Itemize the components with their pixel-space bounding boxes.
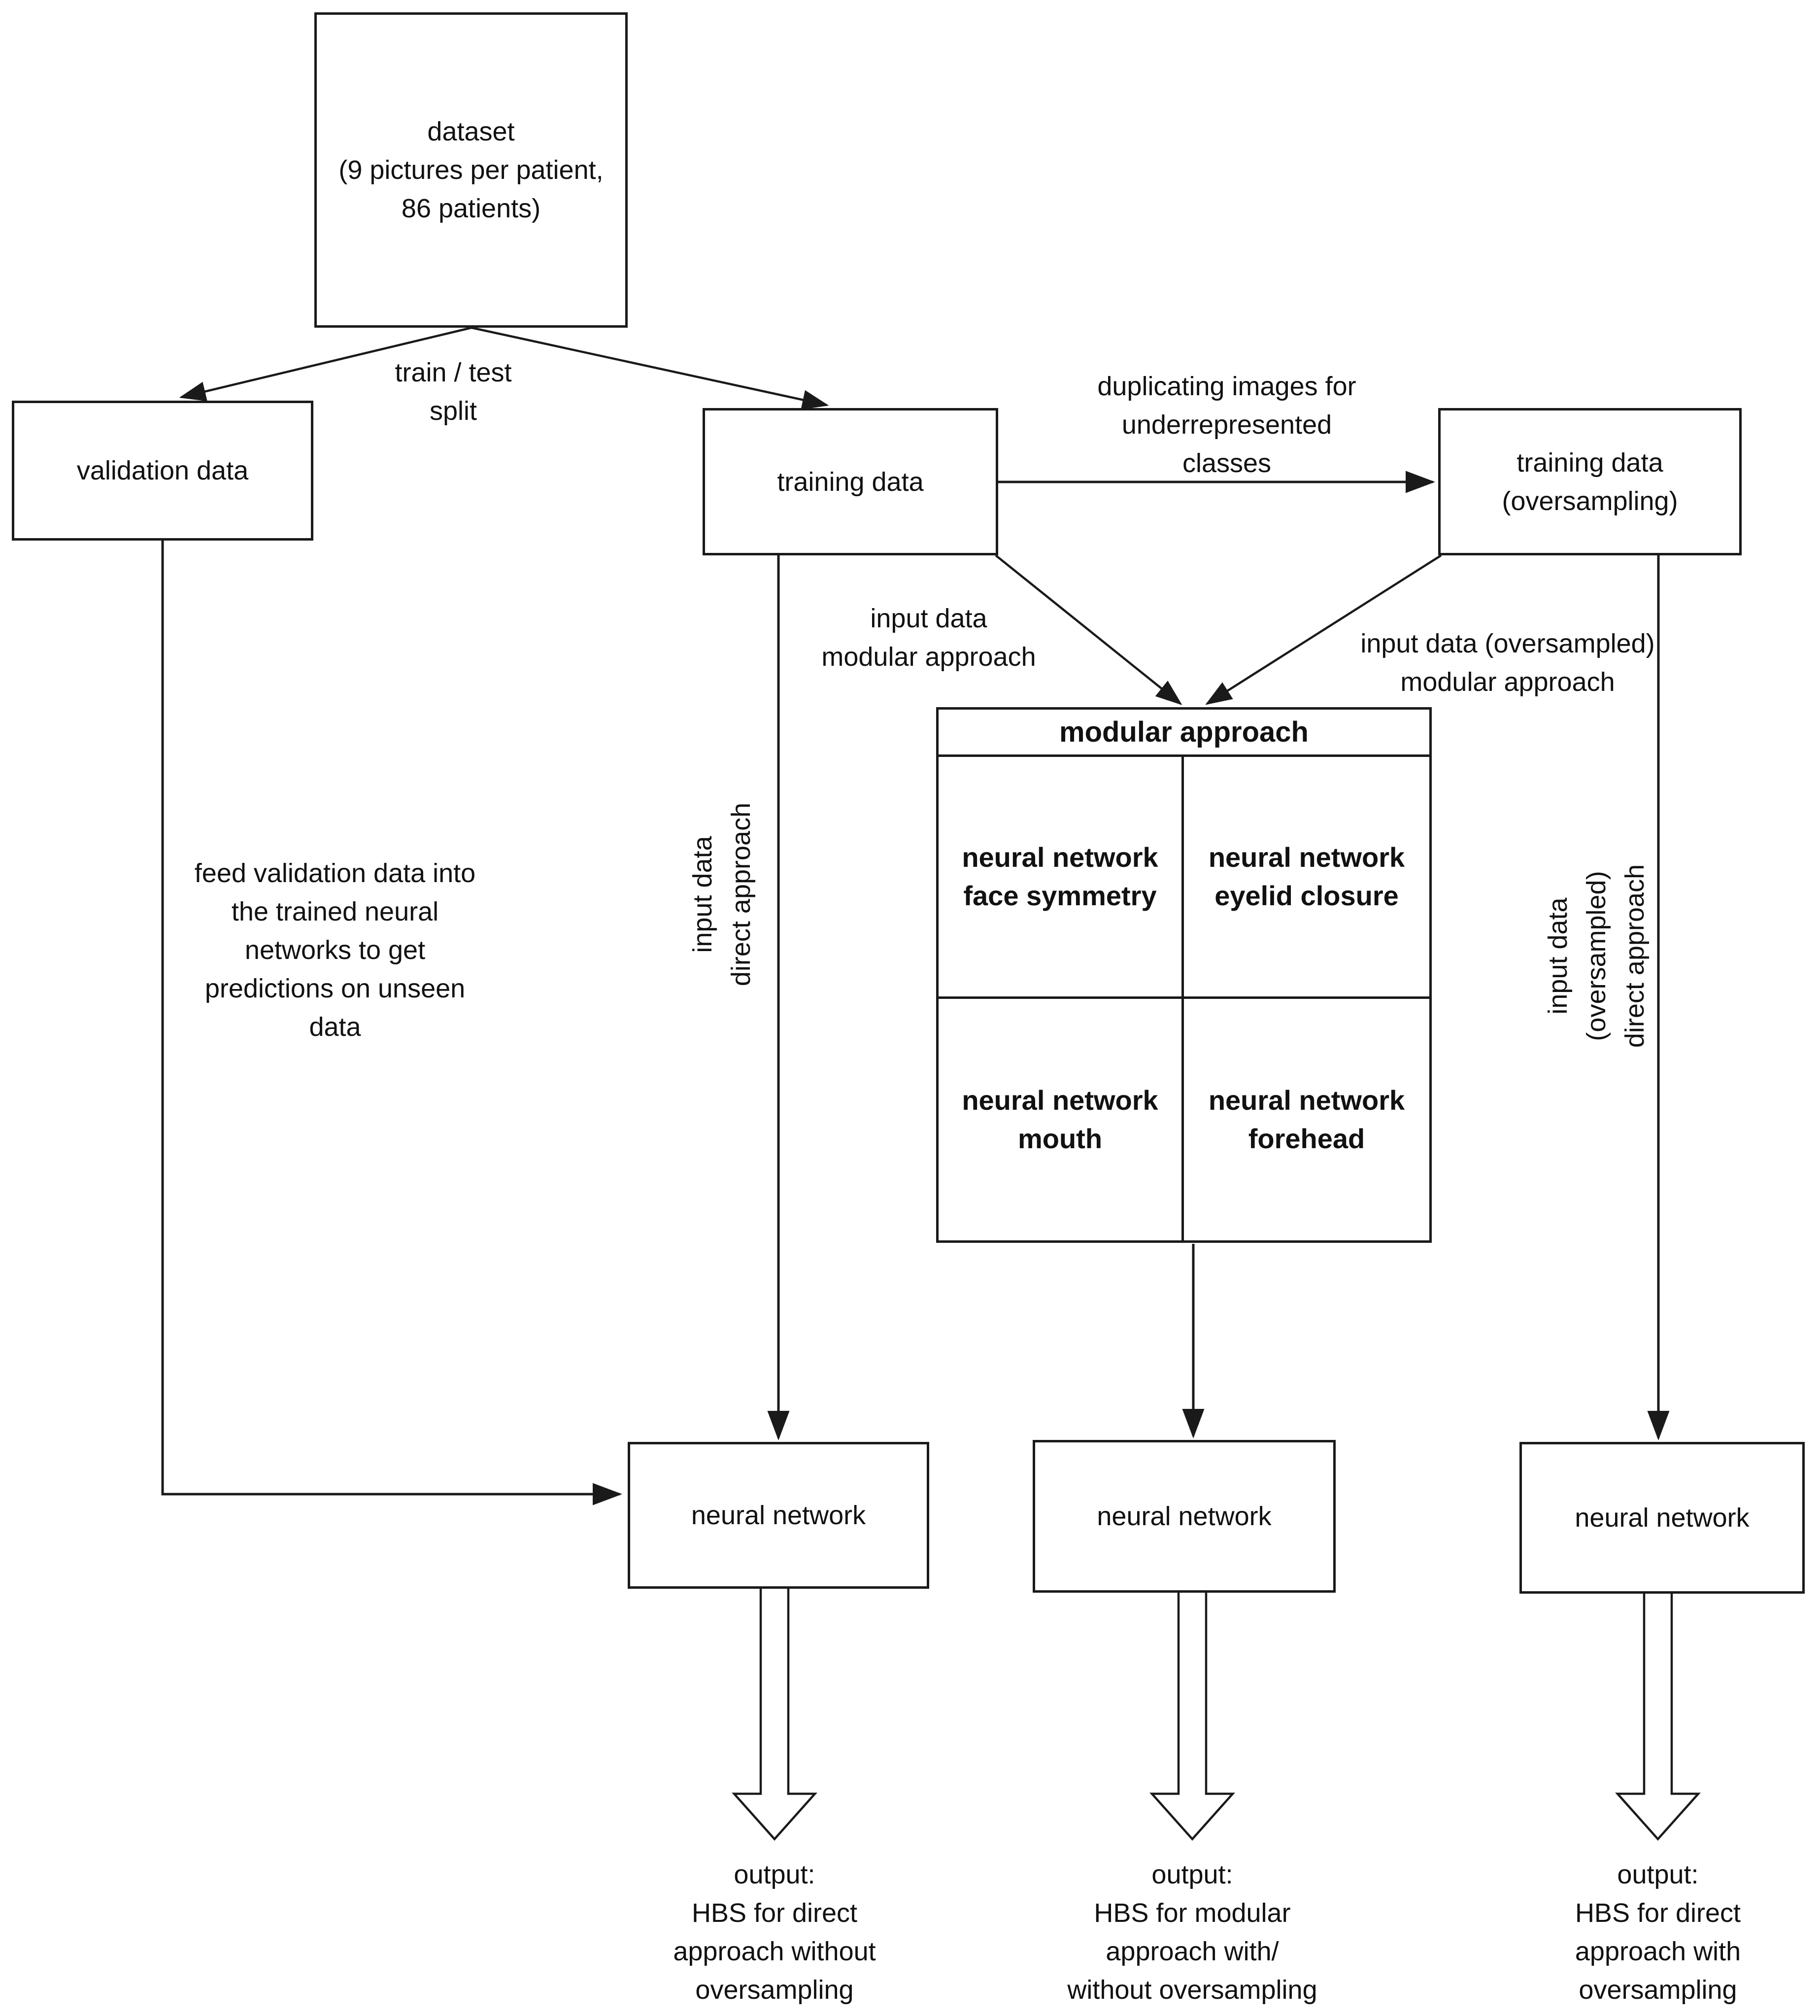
nn-left-label: neural network: [691, 1501, 866, 1530]
split-label-line2: split: [429, 396, 477, 426]
duplicating-line2: underrepresented: [1121, 410, 1332, 440]
output-middle-line1: output:: [1151, 1860, 1233, 1889]
dataset-box: dataset (9 pictures per patient, 86 pati…: [314, 12, 628, 328]
block-arrow-output-right: [1615, 1594, 1701, 1841]
block-arrow-output-left: [731, 1589, 818, 1841]
input-data-oversampled-direct-label: input data (oversampled) direct approach: [1539, 784, 1654, 1128]
input-oversampled-direct-line2: (oversampled): [1582, 871, 1611, 1041]
feed-validation-line4: predictions on unseen: [204, 974, 466, 1003]
input-oversampled-modular-line1: input data (oversampled): [1360, 629, 1655, 658]
duplicating-line1: duplicating images for: [1097, 372, 1356, 401]
output-left-line4: oversampling: [695, 1975, 854, 2005]
output-middle-label: output: HBS for modular approach with/ w…: [1020, 1855, 1365, 2009]
nn-middle-label: neural network: [1097, 1502, 1272, 1531]
dataset-label-line2: (9 pictures per patient,: [338, 155, 604, 185]
neural-network-left-box: neural network: [628, 1442, 929, 1589]
feed-validation-line1: feed validation data into: [194, 858, 476, 888]
nn-right-label: neural network: [1575, 1503, 1750, 1533]
input-oversampled-direct-line1: input data: [1543, 897, 1573, 1015]
module-face-line2: face symmetry: [963, 880, 1157, 911]
validation-data-label: validation data: [76, 456, 249, 485]
module-eyelid-line1: neural network: [1208, 841, 1405, 873]
training-data-box: training data: [703, 408, 998, 555]
module-mouth: neural network mouth: [939, 998, 1184, 1240]
output-left-label: output: HBS for direct approach without …: [602, 1855, 947, 2009]
output-right-line1: output:: [1617, 1860, 1699, 1889]
input-data-modular-label: input data modular approach: [756, 599, 1101, 676]
dataset-label-line1: dataset: [427, 117, 515, 146]
neural-network-right-box: neural network: [1519, 1442, 1805, 1594]
validation-data-box: validation data: [12, 401, 313, 541]
output-middle-line3: approach with/: [1106, 1937, 1279, 1966]
duplicating-images-label: duplicating images for underrepresented …: [1054, 367, 1399, 482]
module-forehead: neural network forehead: [1184, 999, 1429, 1241]
input-direct-line2: direct approach: [726, 802, 756, 987]
split-label-line1: train / test: [395, 358, 512, 387]
module-mouth-line1: neural network: [962, 1084, 1158, 1116]
feed-validation-data-label: feed validation data into the trained ne…: [148, 854, 522, 1046]
output-right-label: output: HBS for direct approach with ove…: [1485, 1855, 1820, 2009]
module-face-line1: neural network: [962, 841, 1158, 873]
input-direct-line1: input data: [688, 836, 717, 953]
input-data-direct-label: input data direct approach: [683, 722, 760, 1067]
feed-validation-line2: the trained neural: [231, 897, 439, 926]
input-modular-line2: modular approach: [821, 642, 1036, 672]
feed-validation-line5: data: [309, 1012, 361, 1042]
dataset-label-line3: 86 patients): [401, 194, 541, 223]
modular-approach-box: modular approach neural network face sym…: [936, 707, 1432, 1243]
output-right-line2: HBS for direct: [1575, 1898, 1741, 1928]
block-arrow-output-middle: [1149, 1593, 1236, 1841]
oversampling-label-line1: training data: [1517, 447, 1663, 478]
input-oversampled-direct-line3: direct approach: [1620, 864, 1650, 1048]
training-data-oversampling-box: training data (oversampling): [1438, 408, 1742, 555]
module-face-symmetry: neural network face symmetry: [939, 757, 1184, 999]
output-left-line1: output:: [734, 1860, 815, 1889]
input-oversampled-modular-line2: modular approach: [1400, 667, 1615, 697]
input-data-oversampled-modular-label: input data (oversampled) modular approac…: [1311, 624, 1705, 701]
input-modular-line1: input data: [870, 604, 987, 633]
output-middle-line4: without oversampling: [1067, 1975, 1317, 2005]
module-forehead-line2: forehead: [1248, 1123, 1365, 1154]
output-left-line3: approach without: [673, 1937, 876, 1966]
neural-network-middle-box: neural network: [1033, 1440, 1336, 1593]
output-right-line3: approach with: [1575, 1937, 1741, 1966]
oversampling-label-line2: (oversampling): [1502, 486, 1678, 516]
duplicating-line3: classes: [1182, 448, 1272, 478]
output-left-line2: HBS for direct: [691, 1898, 858, 1928]
output-right-line4: oversampling: [1579, 1975, 1737, 2005]
modular-approach-title: modular approach: [939, 710, 1429, 757]
feed-validation-line3: networks to get: [244, 935, 426, 965]
module-mouth-line2: mouth: [1017, 1123, 1103, 1154]
train-test-split-label: train / test split: [305, 353, 601, 430]
module-eyelid-line2: eyelid closure: [1214, 880, 1399, 911]
module-forehead-line1: neural network: [1208, 1084, 1405, 1116]
module-eyelid-closure: neural network eyelid closure: [1184, 757, 1429, 999]
output-middle-line2: HBS for modular: [1094, 1898, 1291, 1928]
training-data-label: training data: [777, 467, 924, 497]
